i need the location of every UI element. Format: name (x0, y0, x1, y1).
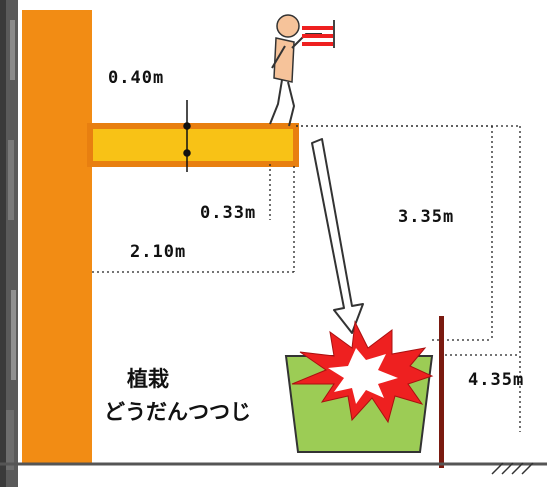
impact-burst-icon (291, 320, 434, 424)
height-to-ground-label: 4.35m (468, 370, 525, 390)
building-wall (22, 10, 92, 465)
balcony-slab (87, 123, 299, 167)
thickness-marker (183, 100, 191, 172)
height-above-hedge-label: 3.35m (398, 207, 455, 227)
ground-hatch-icon (491, 462, 534, 475)
slab-thickness-label: 0.40m (108, 68, 165, 88)
planting-label: 植栽 (127, 367, 169, 391)
fall-arrow (311, 138, 364, 334)
photo-edge-strip (0, 0, 18, 487)
person-figure-icon (269, 14, 335, 127)
planting-species-label: どうだんつつじ (104, 400, 251, 424)
pole (439, 316, 444, 468)
sill-drop-label: 0.33m (200, 203, 257, 223)
overhang-label: 2.10m (130, 242, 187, 262)
